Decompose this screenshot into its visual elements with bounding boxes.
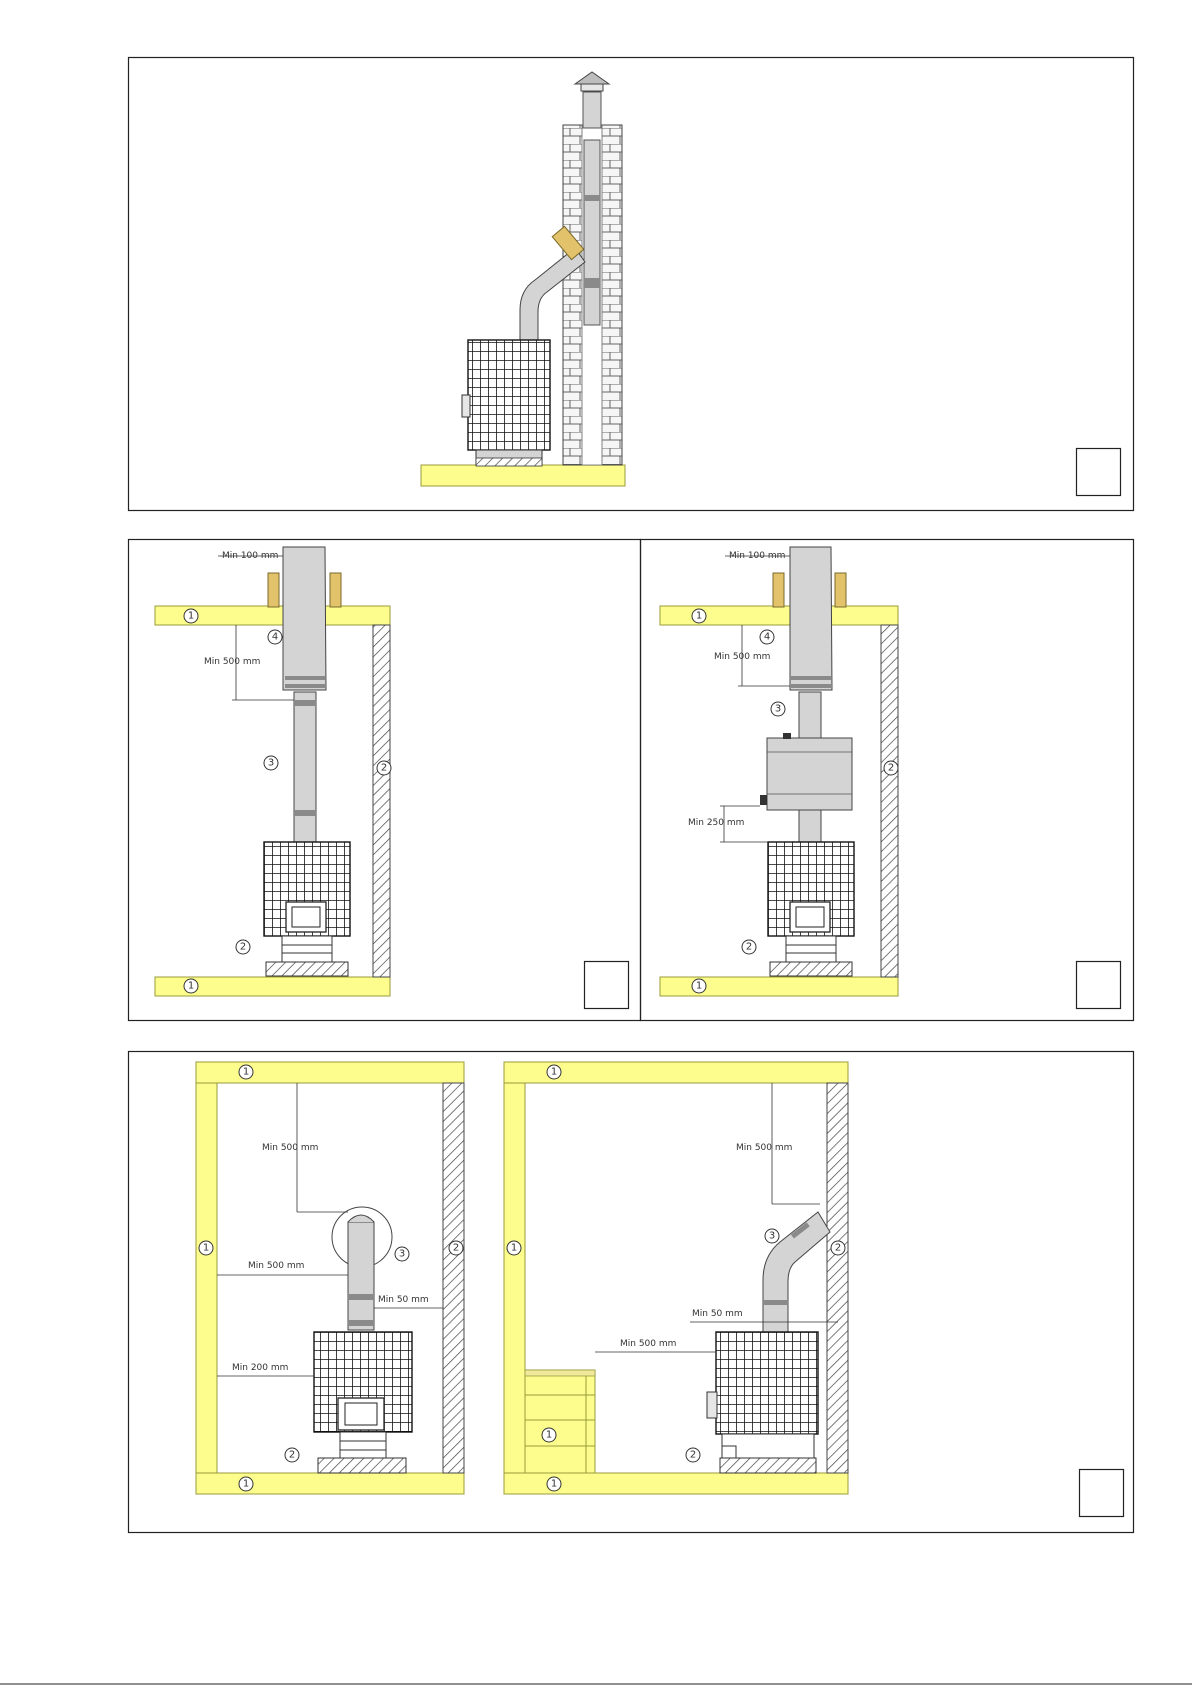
svg-text:4: 4 xyxy=(764,632,770,643)
svg-text:2: 2 xyxy=(289,1450,295,1461)
svg-text:3: 3 xyxy=(268,758,274,769)
svg-text:1: 1 xyxy=(546,1430,552,1441)
dim-min-500: Min 500 mm xyxy=(204,657,260,667)
chimney-cap xyxy=(575,72,609,128)
svg-text:4: 4 xyxy=(272,632,278,643)
panel-ceiling-passthrough: Min 100 mm Min 500 mm 1 1 2 2 3 4 xyxy=(129,540,641,1021)
sauna-heater xyxy=(768,842,854,976)
svg-text:1: 1 xyxy=(511,1243,517,1254)
dim-min-100: Min 100 mm xyxy=(222,551,278,561)
svg-text:3: 3 xyxy=(399,1249,405,1260)
flue-pipe xyxy=(294,692,316,842)
insulated-chimney-pipe xyxy=(790,547,832,690)
svg-text:1: 1 xyxy=(696,981,702,992)
svg-text:2: 2 xyxy=(888,763,894,774)
bench xyxy=(525,1370,595,1473)
svg-text:1: 1 xyxy=(243,1067,249,1078)
svg-text:3: 3 xyxy=(775,704,781,715)
figure-number-box xyxy=(1080,1470,1124,1517)
dim-min-200: Min 200 mm xyxy=(232,1363,288,1373)
svg-text:2: 2 xyxy=(453,1243,459,1254)
dim-min-250: Min 250 mm xyxy=(688,818,744,828)
floor-plank xyxy=(421,465,625,486)
dim-min-50: Min 50 mm xyxy=(692,1309,743,1319)
svg-text:1: 1 xyxy=(188,981,194,992)
water-tank xyxy=(760,733,852,810)
svg-text:1: 1 xyxy=(243,1479,249,1490)
room-straight-flue: Min 500 mm Min 500 mm Min 200 mm Min 50 … xyxy=(196,1062,464,1494)
dim-min-50: Min 50 mm xyxy=(378,1295,429,1305)
dim-min-500-top: Min 500 mm xyxy=(262,1143,318,1153)
panel-chimney-connection xyxy=(129,58,1134,511)
svg-text:2: 2 xyxy=(835,1243,841,1254)
svg-text:2: 2 xyxy=(746,942,752,953)
side-wall xyxy=(881,625,898,977)
svg-text:3: 3 xyxy=(769,1231,775,1242)
svg-text:1: 1 xyxy=(551,1479,557,1490)
insulated-chimney-pipe xyxy=(283,547,326,690)
figure-number-box xyxy=(1077,449,1121,496)
svg-text:2: 2 xyxy=(690,1450,696,1461)
svg-text:1: 1 xyxy=(696,611,702,622)
dim-min-500: Min 500 mm xyxy=(714,652,770,662)
panel-safety-distances: Min 500 mm Min 500 mm Min 200 mm Min 50 … xyxy=(129,1052,1134,1533)
dim-min-500-top: Min 500 mm xyxy=(736,1143,792,1153)
brick-chimney xyxy=(563,125,622,465)
room-angled-flue-with-bench: Min 500 mm Min 500 mm Min 50 mm 1 1 1 1 … xyxy=(504,1062,848,1494)
sauna-heater xyxy=(264,842,350,976)
panel-ceiling-passthrough-with-tank: Min 100 mm Min 500 mm Min 250 mm 1 1 2 2… xyxy=(641,540,1134,1021)
svg-text:1: 1 xyxy=(188,611,194,622)
svg-text:2: 2 xyxy=(240,942,246,953)
dim-min-500-side: Min 500 mm xyxy=(248,1261,304,1271)
sauna-heater xyxy=(462,340,550,466)
svg-text:2: 2 xyxy=(381,763,387,774)
svg-text:1: 1 xyxy=(203,1243,209,1254)
figure-number-box xyxy=(1077,962,1121,1009)
dim-min-100: Min 100 mm xyxy=(729,551,785,561)
svg-text:1: 1 xyxy=(551,1067,557,1078)
figure-number-box xyxy=(585,962,629,1009)
side-wall xyxy=(373,625,390,977)
dim-min-500-bench: Min 500 mm xyxy=(620,1339,676,1349)
